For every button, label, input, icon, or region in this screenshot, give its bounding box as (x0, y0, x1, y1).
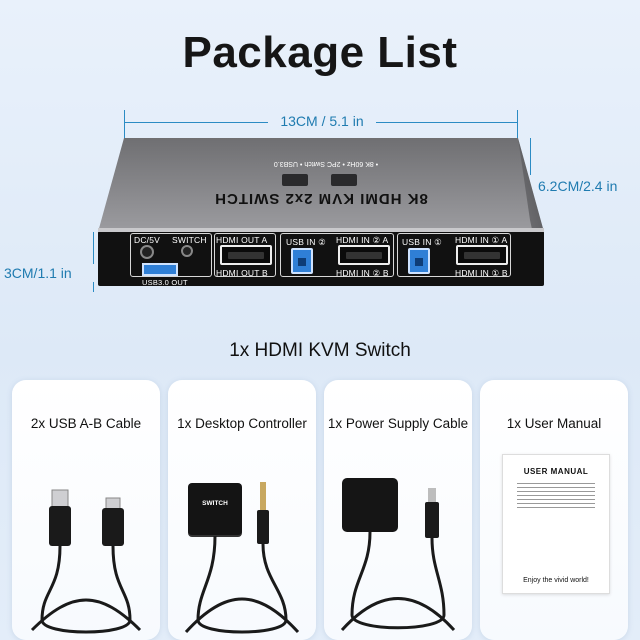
page-title: Package List (182, 28, 458, 77)
item-label: 1x Desktop Controller (177, 416, 307, 431)
manual-footer: Enjoy the vivid world! (523, 577, 589, 584)
manual-icon: USER MANUAL Enjoy the vivid world! (502, 454, 610, 594)
port-group-in-1 (397, 233, 511, 277)
kvm-switch-illustration: • 8K 60Hz • 2PC Switch • USB3.0 8K HDMI … (98, 138, 544, 287)
item-label: 2x USB A-B Cable (30, 416, 142, 431)
hdmi-out-b-label: HDMI OUT B (216, 268, 268, 278)
hdmi-in-2b-label: HDMI IN ② B (336, 268, 389, 278)
dimension-line-depth-top (530, 138, 531, 175)
usb-in-1-port (408, 248, 430, 274)
dimension-tick-right (517, 110, 518, 140)
hdmi-in-1b-label: HDMI IN ① B (455, 268, 508, 278)
port-group-hdmi-out (214, 233, 276, 277)
controller-cable-icon (184, 482, 300, 634)
dimension-depth-label: 6.2CM/2.4 in (538, 178, 618, 194)
hdmi-in-1a-port (456, 245, 508, 265)
device-top-label: 8K HDMI KVM 2x2 SWITCH (214, 190, 428, 207)
hdmi-out-a-port (220, 245, 272, 265)
hdmi-in-2a-port (338, 245, 390, 265)
item-label: 1x User Manual (506, 416, 602, 431)
dimension-tick-left (124, 110, 125, 140)
item-card-power-supply: 1x Power Supply Cable (324, 380, 472, 640)
usb-in-1-label: USB IN ① (402, 237, 442, 247)
usb-in-2-port (291, 248, 313, 274)
dimension-line-height-top (93, 232, 94, 264)
usb-cable-icon (30, 489, 142, 634)
dimension-line-length-right (376, 122, 517, 123)
dimension-length-label: 13CM / 5.1 in (280, 113, 364, 129)
power-supply-icon (340, 478, 456, 632)
hdmi-out-a-label: HDMI OUT A (216, 235, 268, 245)
usb3-out-port (142, 263, 178, 276)
port-group-power (130, 233, 212, 277)
dc-port (140, 245, 154, 259)
hdmi-in-2a-label: HDMI IN ② A (336, 235, 389, 245)
usb3-out-label: USB3.0 OUT (142, 278, 188, 287)
switch-port-label: SWITCH (172, 235, 207, 245)
hdmi-in-1a-label: HDMI IN ① A (455, 235, 508, 245)
dc-port-label: DC/5V (134, 235, 161, 245)
manual-title: USER MANUAL (523, 467, 589, 476)
device-top-features: • 8K 60Hz • 2PC Switch • USB3.0 (273, 160, 379, 167)
usb-in-2-label: USB IN ② (286, 237, 326, 247)
controller-button-text: SWITCH (202, 500, 228, 507)
dimension-line-length-left (124, 122, 268, 123)
manual-text-lines (517, 483, 595, 511)
item-card-usb-cable: 2x USB A-B Cable (12, 380, 160, 640)
item-card-desktop-controller: 1x Desktop Controller SWITCH (168, 380, 316, 640)
port-group-in-2 (280, 233, 394, 277)
switch-port (181, 245, 193, 257)
dimension-line-height-bottom (93, 282, 94, 292)
device-top-surface (98, 138, 544, 286)
dimension-height-label: 3CM/1.1 in (4, 265, 72, 281)
desktop-controller-icon (188, 483, 242, 535)
product-caption: 1x HDMI KVM Switch (229, 340, 411, 361)
item-label: 1x Power Supply Cable (327, 416, 469, 431)
device-edge (98, 228, 544, 232)
item-card-user-manual: 1x User Manual USER MANUAL Enjoy the viv… (480, 380, 628, 640)
